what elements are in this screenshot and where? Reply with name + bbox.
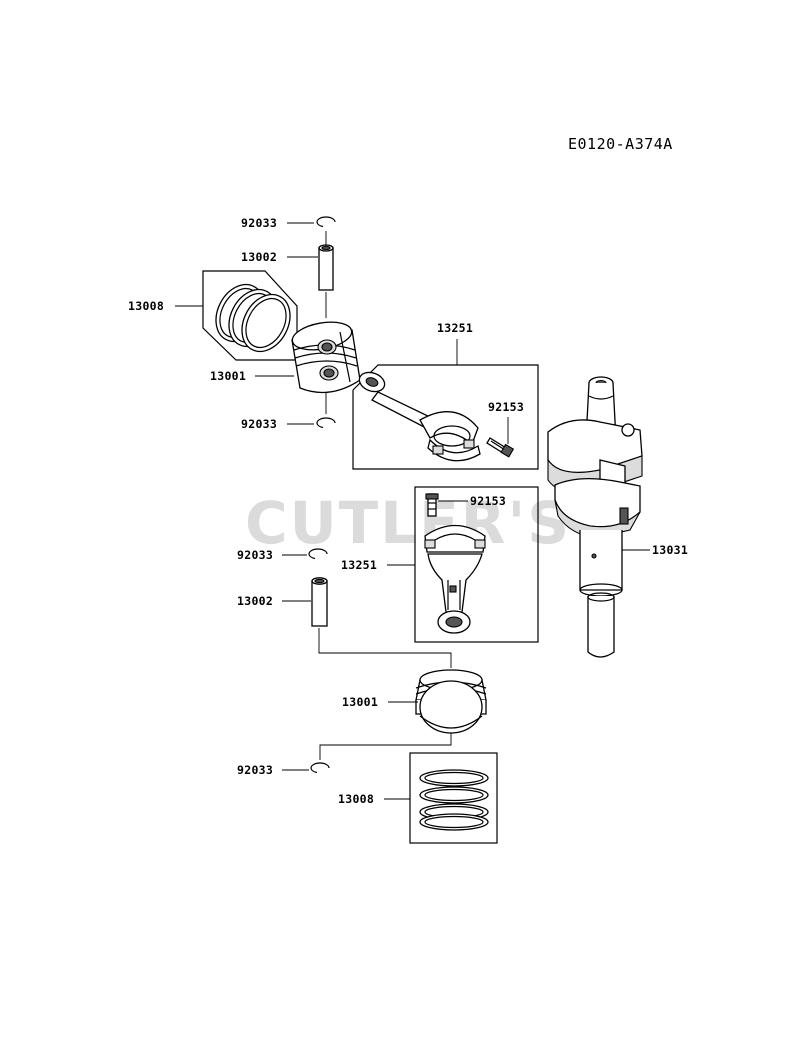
- snap-ring-upper-a: [316, 216, 336, 228]
- bolt-upper: [486, 437, 515, 458]
- label-bolt-upper: 92153: [488, 400, 524, 414]
- snap-ring-lower-b: [310, 762, 330, 774]
- label-bolt-lower: 92153: [470, 494, 506, 508]
- label-piston-lower: 13001: [342, 695, 378, 709]
- diagram-code: E0120-A374A: [568, 135, 673, 153]
- ring-set-upper: [202, 270, 298, 361]
- label-snap-ring-upper-b: 92033: [241, 417, 277, 431]
- label-ring-set-upper: 13008: [128, 299, 164, 313]
- label-snap-ring-lower-b: 92033: [237, 763, 273, 777]
- label-connecting-rod-lower: 13251: [341, 558, 377, 572]
- snap-ring-upper-b: [316, 417, 336, 429]
- crankshaft: [547, 376, 643, 658]
- label-piston-upper: 13001: [210, 369, 246, 383]
- connecting-rod-lower: [424, 524, 486, 634]
- axis-line-lower-pin: [318, 628, 452, 668]
- label-snap-ring-lower-a: 92033: [237, 548, 273, 562]
- piston-upper: [291, 321, 361, 394]
- label-ring-set-lower: 13008: [338, 792, 374, 806]
- frame-connecting-rod-upper: [352, 364, 539, 470]
- piston-lower: [415, 669, 487, 734]
- ring-set-lower: [419, 769, 489, 831]
- watermark: CUTLER'S: [245, 489, 571, 557]
- label-snap-ring-upper-a: 92033: [241, 216, 277, 230]
- frame-connecting-rod-lower: [414, 486, 539, 643]
- frame-ring-set-lower: [409, 752, 498, 844]
- piston-pin-upper: [318, 244, 334, 291]
- label-piston-pin-lower: 13002: [237, 594, 273, 608]
- label-piston-pin-upper: 13002: [241, 250, 277, 264]
- label-connecting-rod-upper: 13251: [437, 321, 473, 335]
- axis-line-lower-piston: [319, 733, 452, 760]
- label-crankshaft: 13031: [652, 543, 688, 557]
- snap-ring-lower-a: [308, 548, 328, 560]
- connecting-rod-upper: [358, 371, 481, 462]
- piston-pin-lower: [311, 577, 328, 627]
- bolt-lower: [425, 493, 439, 517]
